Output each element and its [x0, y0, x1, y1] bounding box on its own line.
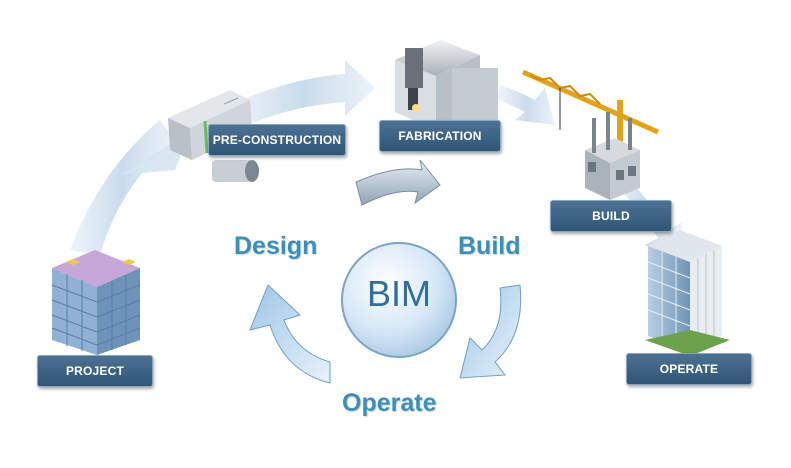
- build-label: Build: [458, 232, 521, 260]
- bim-center-circle: [341, 242, 457, 358]
- project-concept-label: PROJECT CONCEPT: [37, 355, 153, 408]
- build-cycle-arrow-icon: [459, 284, 522, 379]
- operate-building-icon: [645, 230, 730, 356]
- pre-construction-label: PRE-CONSTRUCTION: [208, 124, 346, 156]
- operate-stage-label: OPERATE: [626, 353, 752, 385]
- fabrication-label: FABRICATION: [379, 120, 501, 152]
- operate-label: Operate: [342, 389, 437, 417]
- project-concept-building-icon: [51, 250, 141, 355]
- design-label: Design: [234, 232, 318, 260]
- design-cycle-arrow-icon: [249, 284, 331, 384]
- build-stage-label: BUILD: [550, 200, 672, 232]
- fabrication-steel-beam-icon: [395, 40, 498, 130]
- bim-center-label: BIM: [366, 273, 431, 314]
- build-crane-icon: [521, 69, 660, 200]
- top-cycle-arrow-icon: [355, 159, 441, 206]
